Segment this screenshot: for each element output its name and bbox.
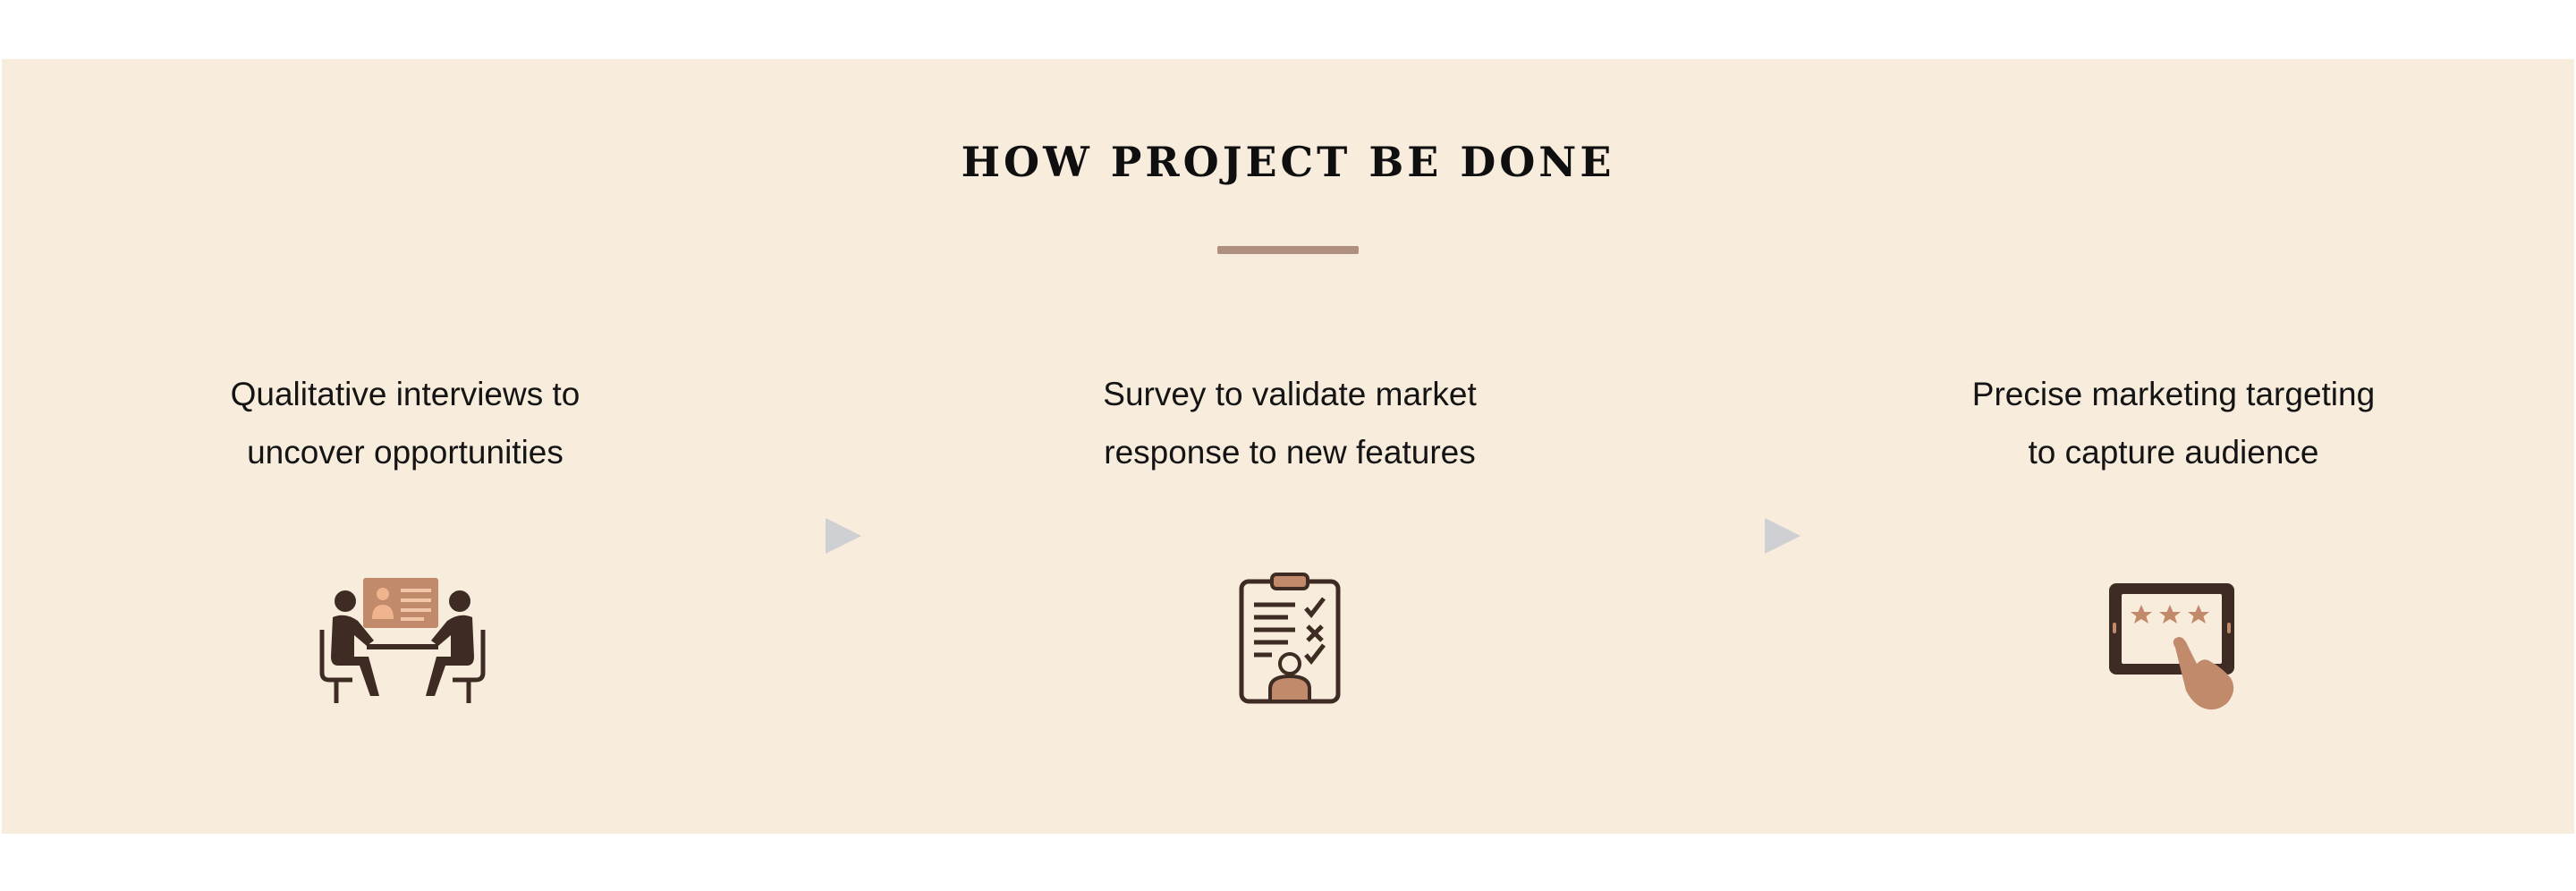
survey-clipboard-icon	[1239, 573, 1341, 704]
arrow-right-icon	[826, 518, 861, 554]
step-text-line-2: response to new features	[1104, 434, 1476, 471]
step-targeting: Precise marketing targeting to capture a…	[1896, 365, 2451, 481]
step-text-line-1: Qualitative interviews to	[230, 376, 580, 412]
step-text-line-2: uncover opportunities	[247, 434, 564, 471]
section-title: HOW PROJECT BE DONE	[961, 138, 1615, 186]
step-text-line-2: to capture audience	[2028, 434, 2319, 471]
step-survey: Survey to validate market response to ne…	[1013, 365, 1567, 481]
title-underline	[1217, 246, 1359, 254]
step-text-line-1: Survey to validate market	[1103, 376, 1477, 412]
interview-icon	[319, 578, 486, 703]
tablet-rating-icon	[2109, 583, 2234, 710]
process-section: HOW PROJECT BE DONE Qualitative intervie…	[2, 59, 2574, 834]
step-text-line-1: Precise marketing targeting	[1971, 376, 2376, 412]
step-interviews: Qualitative interviews to uncover opport…	[128, 365, 682, 481]
arrow-right-icon	[1765, 518, 1801, 554]
